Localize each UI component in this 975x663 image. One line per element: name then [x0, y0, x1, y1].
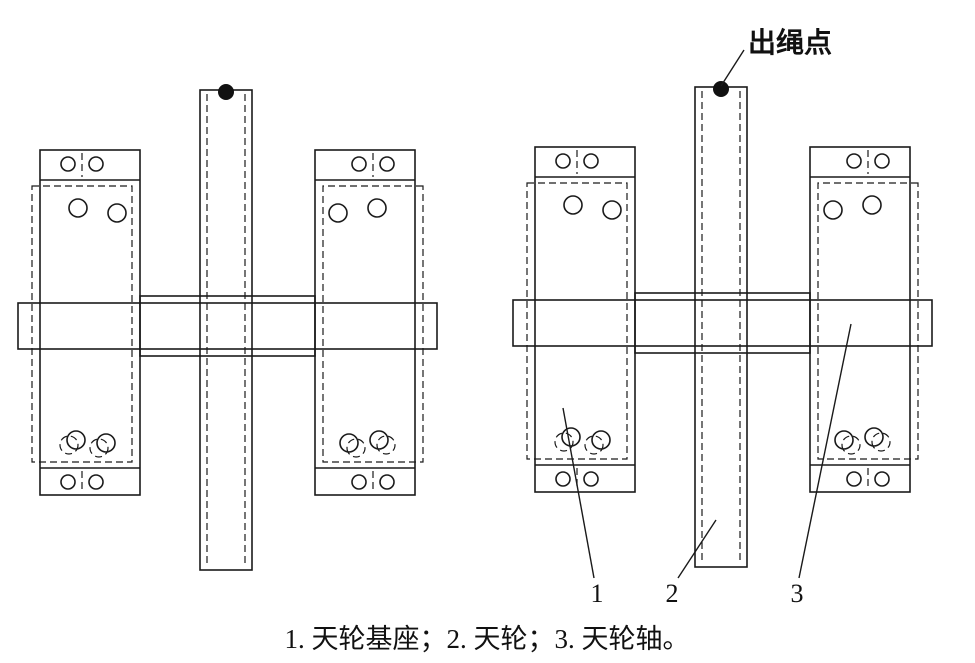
assembly-view-right	[513, 81, 932, 567]
part2-number: 2	[666, 579, 679, 608]
rope-exit-leader-line	[720, 49, 745, 87]
part3-leader-line	[798, 323, 852, 579]
part1-number: 1	[591, 579, 604, 608]
part1-leader-line	[562, 407, 595, 579]
figure-caption: 1. 天轮基座；2. 天轮；3. 天轮轴。	[285, 624, 690, 654]
part2-leader-line	[677, 519, 717, 579]
assembly-view-left	[18, 84, 437, 570]
part3-number: 3	[791, 579, 804, 608]
rope-exit-label: 出绳点	[748, 26, 832, 59]
